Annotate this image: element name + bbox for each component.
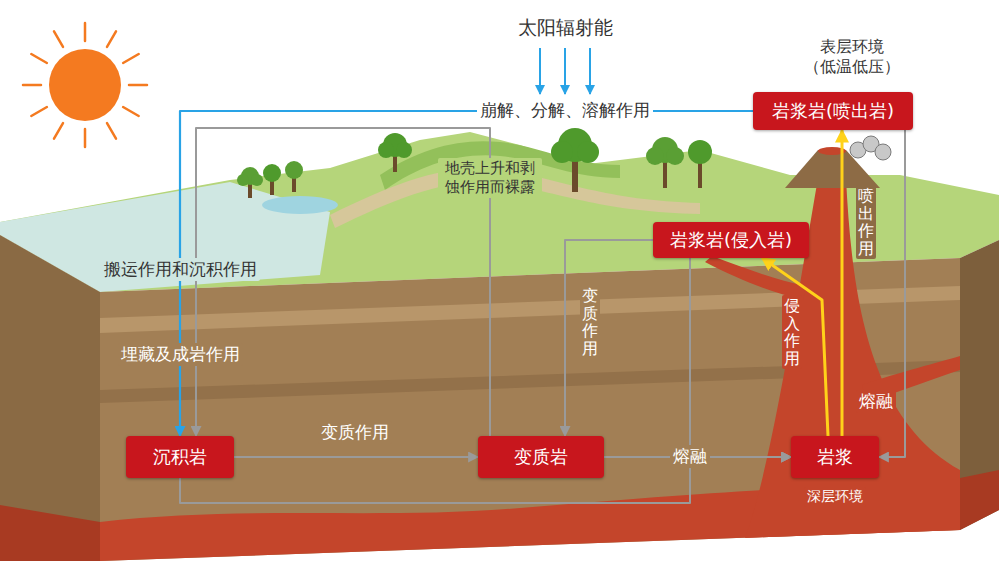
radiation-arrow — [539, 48, 541, 94]
tree-trunk — [248, 184, 252, 198]
process-arrow — [565, 240, 653, 436]
rock-box: 岩浆 — [791, 436, 879, 478]
tree-crown — [688, 140, 712, 164]
tree-crown — [666, 147, 684, 165]
process-label: 崩解、分解、溶解作用 — [477, 99, 653, 122]
tree-crown — [396, 142, 412, 158]
sun — [23, 23, 147, 147]
rock-box: 岩浆岩(喷出岩) — [753, 92, 913, 130]
process-label: 变质作用 — [580, 285, 600, 359]
volcano-cone — [785, 150, 880, 188]
tree-trunk — [698, 162, 702, 188]
scene-label: 表层环境 （低温低压） — [793, 36, 911, 78]
rock-name: 沉积岩 — [153, 446, 207, 468]
tree-crown — [646, 147, 664, 165]
process-arrow — [762, 258, 828, 436]
block-right — [960, 240, 999, 530]
scene-label: 搬运作用和沉积作用 — [101, 258, 260, 281]
rock-name: 岩浆 — [817, 446, 853, 468]
smoke-puff — [875, 144, 891, 160]
tree-crown — [378, 142, 394, 158]
process-label: 熔融 — [856, 390, 896, 413]
tree-crown — [263, 164, 281, 182]
rock-box: 沉积岩 — [126, 436, 234, 478]
process-arrow — [690, 258, 791, 457]
process-arrow — [841, 130, 844, 436]
sun-disc — [49, 49, 121, 121]
scene-label: 太阳辐射能 — [515, 15, 616, 41]
tree-crown — [577, 141, 599, 163]
radiation-arrow — [589, 48, 591, 94]
radiation-arrows — [540, 48, 590, 94]
sun-rays — [23, 23, 147, 147]
process-label: 熔融 — [670, 445, 710, 468]
rock-name: 岩浆岩(喷出岩) — [772, 100, 894, 122]
process-label: 地壳上升和剥 蚀作用而裸露 — [438, 158, 542, 198]
tree-trunk — [663, 160, 667, 188]
tree-trunk — [270, 181, 274, 195]
tree-crown — [285, 161, 303, 179]
radiation-arrow — [564, 48, 566, 94]
process-label: 喷出作用 — [856, 185, 876, 259]
rock-box: 岩浆岩(侵入岩) — [653, 222, 809, 258]
rock-name: 岩浆岩(侵入岩) — [670, 229, 792, 251]
process-arrow — [234, 456, 478, 458]
process-label: 变质作用 — [318, 421, 392, 444]
process-label: 侵入作用 — [782, 295, 802, 369]
tree-crown — [251, 174, 263, 186]
deep-magma-side — [0, 505, 100, 561]
tree-trunk — [292, 178, 296, 192]
scene-label: 埋藏及成岩作用 — [118, 343, 243, 366]
rock-box: 变质岩 — [478, 436, 604, 478]
tree-crown — [237, 174, 249, 186]
lake — [262, 196, 338, 214]
process-arrow — [180, 111, 753, 436]
smoke — [850, 136, 891, 160]
tree-crown — [551, 141, 573, 163]
trees — [237, 128, 712, 198]
deep-magma-side — [960, 470, 999, 530]
block-side — [0, 235, 100, 561]
scene-label: 深层环境 — [804, 487, 866, 507]
rock-name: 变质岩 — [514, 446, 568, 468]
